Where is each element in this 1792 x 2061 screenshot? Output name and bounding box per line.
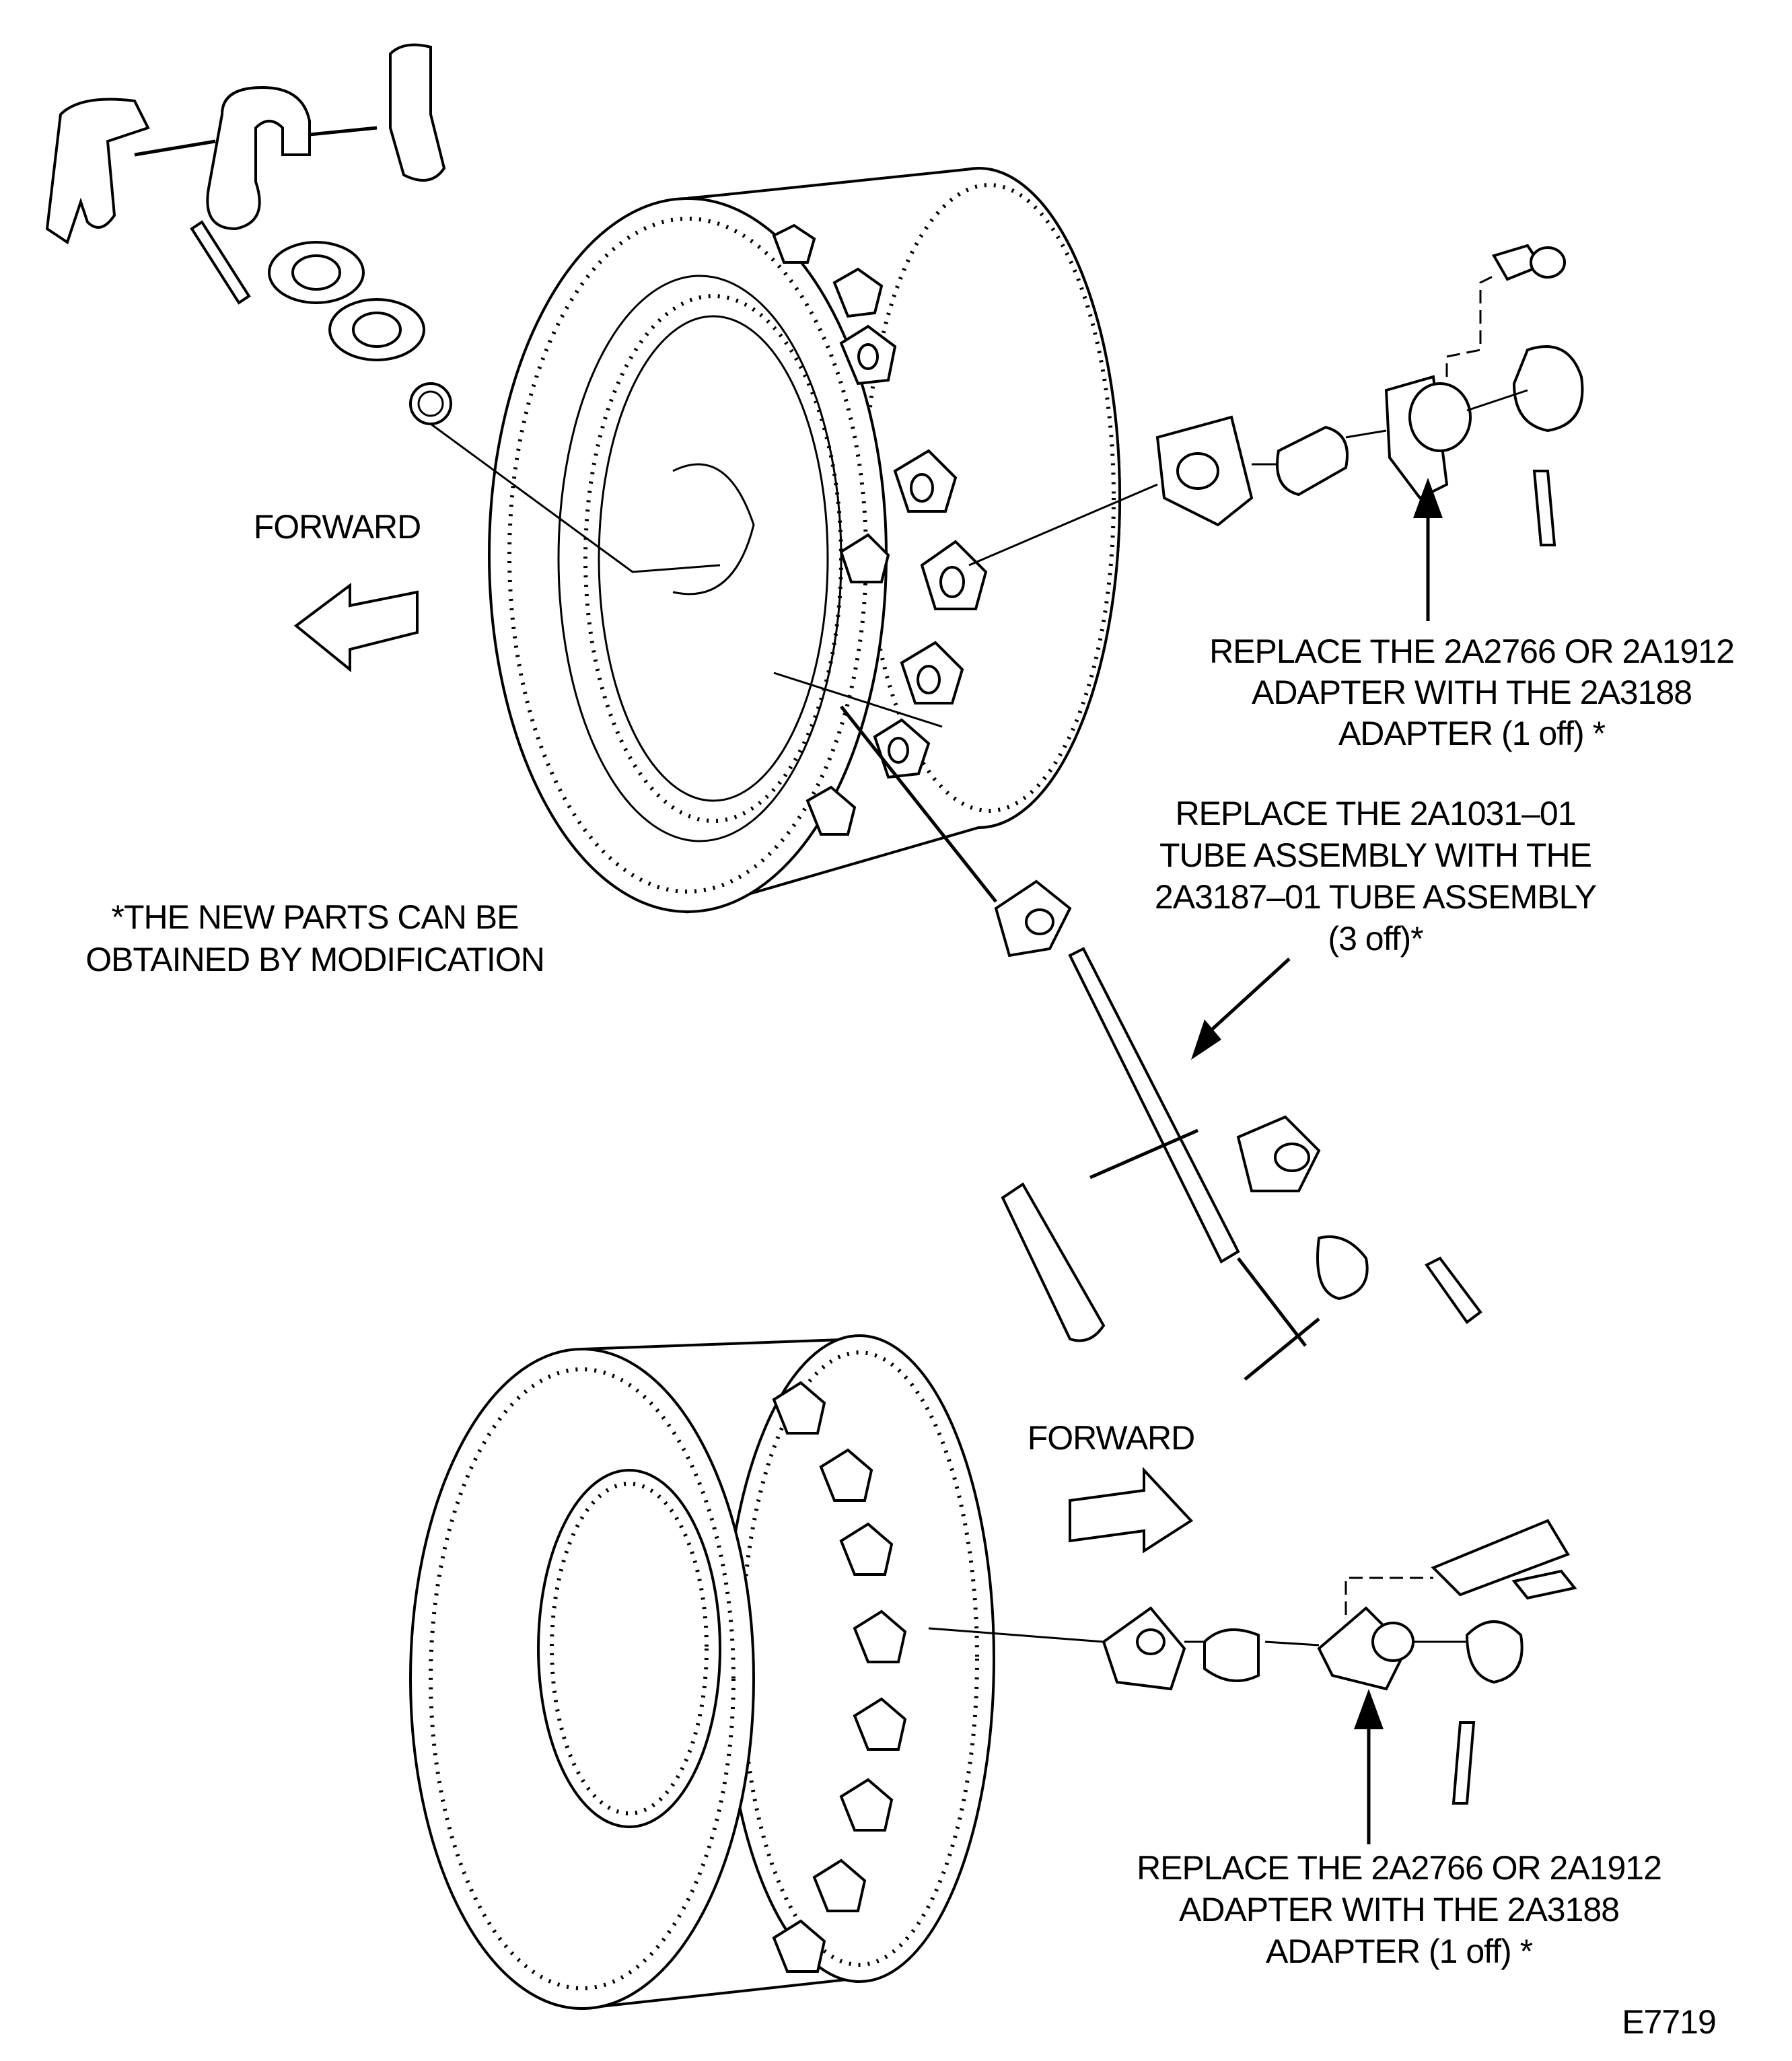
upper-interconnector-parts [45,43,943,728]
leader-arrow-lower-adapter [1354,1689,1384,1844]
note-line: 2A3187–01 TUBE ASSEMBLY [1155,878,1597,916]
forward-label-lower: FORWARD [1028,1419,1195,1457]
note-line: *THE NEW PARTS CAN BE [111,898,518,936]
note-line: REPLACE THE 2A1031–01 [1175,795,1575,832]
note-line: TUBE ASSEMBLY WITH THE [1159,836,1591,874]
note-line: REPLACE THE 2A2766 OR 2A1912 [1137,1849,1661,1887]
upper-adapter-parts [968,244,1584,567]
note-line: (3 off)* [1328,920,1423,957]
tube-note: REPLACE THE 2A1031–01 TUBE ASSEMBLY WITH… [1155,795,1598,957]
note-line: OBTAINED BY MODIFICATION [85,941,544,978]
leader-arrow-tube [1191,957,1291,1060]
lower-adapter-parts [928,1519,1577,1805]
forward-arrow-upper [293,583,419,673]
modification-note: *THE NEW PARTS CAN BE OBTAINED BY MODIFI… [85,898,545,978]
figure-id: E7719 [1622,2003,1716,2041]
lower-combustion-casing [409,1334,995,2011]
upper-combustion-casing [488,166,1121,914]
note-line: ADAPTER WITH THE 2A3188 [1252,674,1692,711]
note-line: ADAPTER (1 off) * [1338,715,1606,752]
lower-adapter-note: REPLACE THE 2A2766 OR 2A1912 ADAPTER WIT… [1137,1849,1662,1970]
upper-adapter-note: REPLACE THE 2A2766 OR 2A1912 ADAPTER WIT… [1209,632,1735,752]
note-line: ADAPTER (1 off) * [1266,1932,1533,1970]
forward-label-upper: FORWARD [254,508,421,546]
leader-arrow-upper-adapter [1413,478,1443,621]
tube-assembly-parts [840,705,1482,1381]
note-line: REPLACE THE 2A2766 OR 2A1912 [1209,632,1734,670]
note-line: ADAPTER WITH THE 2A3188 [1179,1891,1619,1928]
forward-arrow-lower [1069,1466,1194,1554]
